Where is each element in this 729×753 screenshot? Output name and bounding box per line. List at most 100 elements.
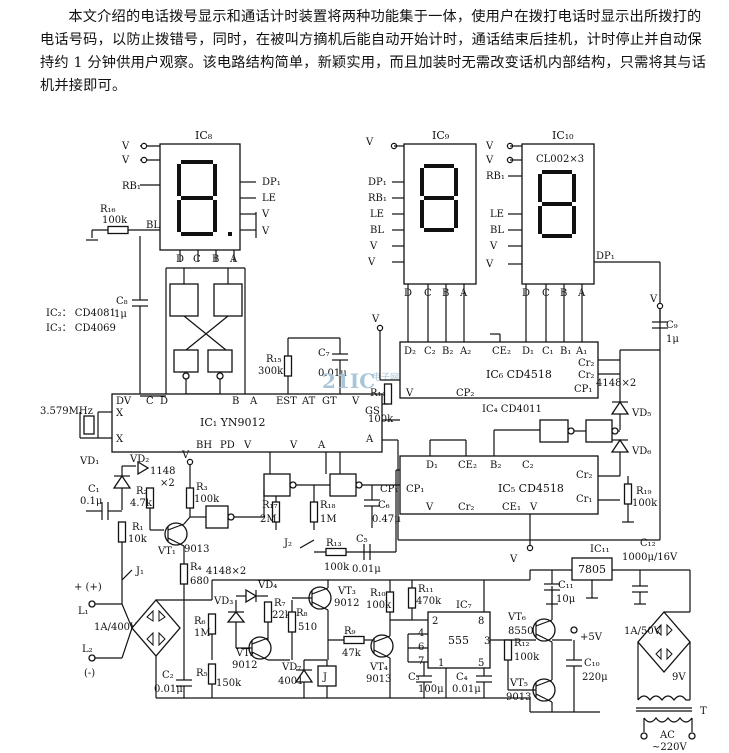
ic10-c: C — [542, 288, 550, 299]
r15-label: R₁₅ — [266, 354, 282, 365]
ic7-p1: 1 — [438, 658, 444, 669]
transformer-label: T — [700, 706, 707, 717]
ic10-a: A — [577, 288, 586, 299]
ic1-c: C — [146, 396, 154, 407]
vd2-count: ×2 — [160, 478, 175, 489]
ic6-cp2: CP₂ — [456, 388, 474, 399]
r2-label: R₂ — [136, 486, 148, 497]
vt1-value: 9013 — [184, 544, 209, 555]
ic8-vdd1: V — [121, 141, 130, 152]
ic3-legend: IC₃： CD4069 — [46, 323, 116, 334]
l1-label: L₁ — [78, 606, 89, 617]
vd1-label: VD₁ — [79, 456, 99, 467]
plus5v-label: +5V — [580, 632, 603, 643]
ic5-ce1: CE₁ — [502, 502, 521, 513]
vt1-vdd: V — [181, 450, 190, 461]
ic9-le: LE — [370, 209, 384, 220]
ic3-inverter-c — [205, 505, 229, 529]
ic9-b: B — [442, 288, 449, 299]
r11-value: 470k — [416, 596, 442, 607]
ic5-label: IC₅ CD4518 — [498, 482, 564, 495]
intro-paragraph: 本文介绍的电话拨号显示和通话计时装置将两种功能集于一体，使用户在拨打电话时显示出… — [40, 9, 707, 94]
r5-value: 150k — [216, 678, 242, 689]
c4-label: C₄ — [456, 672, 468, 683]
vt3-label: VT₃ — [337, 586, 356, 597]
transformer-primary — [643, 717, 693, 723]
ic8-c: C — [193, 254, 201, 265]
ic9-display: IC₉ V DP₁ RB₁ LE BL V V D C B A — [365, 129, 477, 344]
ic1-dv: DV — [116, 396, 132, 407]
r1-value: 10k — [128, 534, 148, 545]
vd3-diode — [226, 610, 246, 623]
ic6-c1: C₁ — [542, 346, 554, 357]
c6-label: C₆ — [378, 500, 390, 511]
ic10-label: IC₁₀ — [552, 129, 574, 142]
supply-bridge — [637, 611, 691, 673]
c2-value: 0.01μ — [154, 684, 183, 695]
r6-label: R₆ — [194, 616, 206, 627]
r9-value: 47k — [342, 648, 362, 659]
r17-value: 2M — [260, 514, 277, 525]
ic5-vdd-term: V — [509, 554, 518, 565]
crystal — [83, 415, 95, 435]
d4148-label: 4148×2 — [206, 566, 246, 577]
r12-value: 100k — [514, 652, 540, 663]
crystal-label: 3.579MHz — [40, 406, 93, 417]
ic10-display: IC₁₀ CL002×3 V V RB₁ LE BL V V DP₁ D C B… — [485, 129, 661, 540]
c8-label: C₈ — [116, 296, 128, 307]
vd4-label: VD₄ — [257, 580, 277, 591]
r14-value: 100k — [368, 414, 394, 425]
vt1-label: VT₁ — [157, 546, 176, 557]
vd3-label: VD₃ — [213, 596, 233, 607]
r8-label: R₈ — [296, 608, 308, 619]
ic6-a1: A₁ — [575, 346, 587, 357]
c11-value: 10μ — [556, 594, 576, 605]
ic6-vdd-label: V — [371, 314, 380, 325]
vd2-diode — [137, 460, 150, 476]
r16-value: 100k — [102, 215, 128, 226]
ic9-vdd: V — [365, 137, 374, 148]
ic1-xout: X — [116, 434, 124, 445]
ic9-d: D — [404, 288, 412, 299]
v9-label: 9V — [672, 672, 686, 683]
ic1-gs: GS — [365, 406, 380, 417]
ac-value: ~220V — [652, 742, 687, 753]
ic5-cr2: Cr₂ — [576, 470, 592, 481]
transformer-secondary — [637, 695, 690, 701]
d4148b-label: 4148×2 — [596, 378, 636, 389]
r3-value: 100k — [194, 494, 220, 505]
c10-label: C₁₀ — [584, 658, 600, 669]
ic9-c: C — [424, 288, 432, 299]
ic6-vss: V — [405, 388, 414, 399]
ic5-b2: B₂ — [490, 460, 501, 471]
ic10-vss: V — [485, 259, 494, 270]
vt2-label: VT₂ — [235, 648, 254, 659]
vt6-label: VT₆ — [507, 612, 526, 623]
r19-value: 100k — [632, 498, 658, 509]
reg-label: 7805 — [578, 563, 606, 576]
r10-label: R₁₀ — [370, 588, 386, 599]
ic8-bl: BL — [146, 220, 160, 231]
ic1-a: A — [249, 396, 258, 407]
vt4-label: VT₄ — [369, 662, 388, 673]
ic5-cd4518: IC₅ CD4518 D₁ CE₂ B₂ C₂ Cr₂ Cr₁ CP₁ V Cr… — [399, 455, 599, 515]
ic9-label: IC₉ — [432, 129, 450, 142]
r7-value: 22k — [272, 610, 292, 621]
ic8-label: IC₈ — [195, 129, 213, 142]
vt6-value: 8550 — [508, 626, 533, 637]
c12-label: C₁₂ — [640, 538, 656, 549]
ic2-gate-a — [169, 283, 199, 317]
ic1-ain-right: A — [365, 434, 374, 445]
vd4-diode — [245, 588, 258, 604]
plus-label: + (+) — [74, 582, 102, 593]
ic10-b: B — [560, 288, 567, 299]
ic4-gate-b — [585, 419, 613, 443]
ic8-rb: RB₁ — [122, 181, 141, 192]
j1-label: J₁ — [135, 566, 144, 577]
ic10-v: V — [489, 241, 498, 252]
ic7-label: IC₇ — [456, 600, 472, 611]
r18-value: 1M — [320, 514, 337, 525]
c3-label: C₃ — [408, 672, 420, 683]
ic10-vdd1: V — [485, 141, 494, 152]
ic9-v: V — [369, 241, 378, 252]
